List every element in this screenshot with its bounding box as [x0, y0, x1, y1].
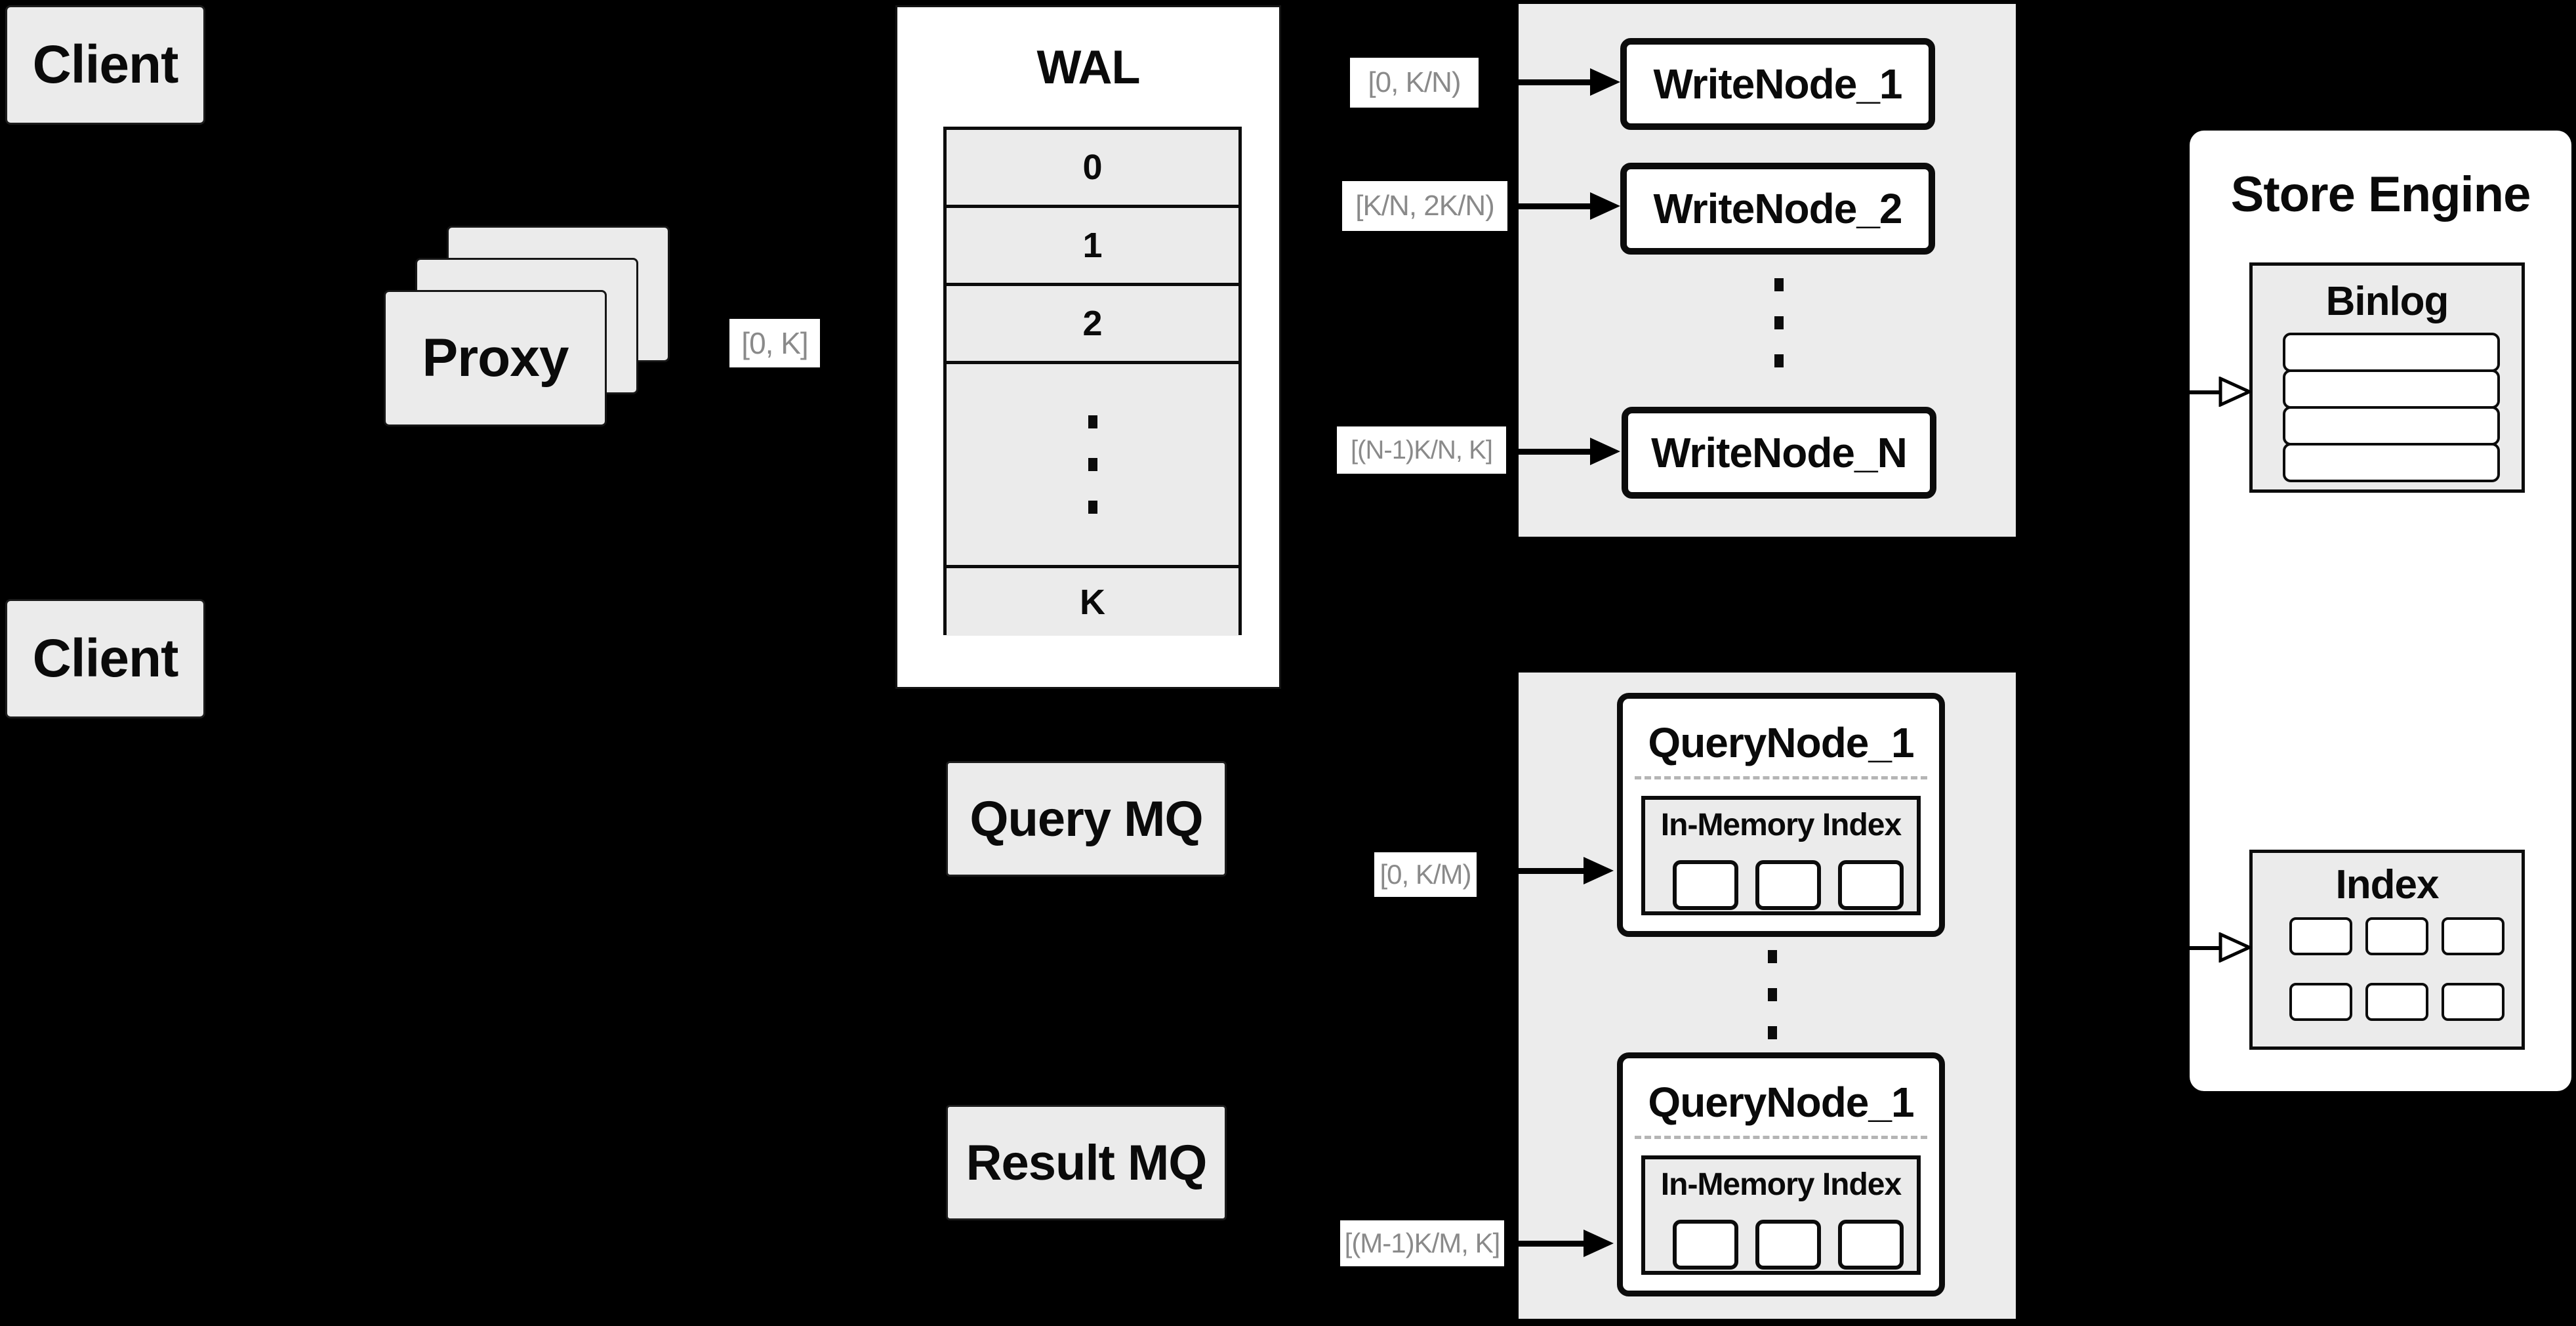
index-cells: [2289, 917, 2504, 1021]
index-cell: [2442, 983, 2504, 1021]
query-mq-label: Query MQ: [970, 791, 1203, 847]
query-mq-box: Query MQ: [946, 761, 1227, 877]
querynode-1-title: QueryNode_1: [1648, 719, 1914, 766]
open-arrowhead-binlog-icon: [2218, 377, 2251, 407]
writenode-1-box: WriteNode_1: [1620, 38, 1935, 130]
querynode-1-cells: [1673, 860, 1904, 910]
wal-table: 0 1 2 K: [943, 127, 1242, 636]
binlog-row: [2283, 369, 2500, 409]
open-arrowhead-index-icon: [2218, 932, 2251, 963]
querynode-m-inmemory-box: In-Memory Index: [1641, 1155, 1921, 1275]
wal-slot-ellipsis: [947, 361, 1238, 565]
index-cell: [2289, 917, 2352, 955]
proxy-label: Proxy: [422, 328, 569, 388]
index-cell: [2365, 983, 2428, 1021]
store-engine-title: Store Engine: [2230, 166, 2531, 222]
index-box: Index: [2249, 850, 2525, 1050]
edge-label-to-writenode-1: [0, K/N): [1350, 58, 1479, 108]
result-mq-label: Result MQ: [966, 1134, 1208, 1191]
arrowhead-to-writenode-2-icon: [1590, 192, 1620, 220]
memory-cell: [1838, 1220, 1904, 1270]
querynode-m-inmemory-label: In-Memory Index: [1660, 1167, 1902, 1202]
binlog-row: [2283, 406, 2500, 445]
arrow-to-index: [2190, 946, 2221, 950]
binlog-rows: [2283, 333, 2500, 482]
wal-slot-k: K: [947, 565, 1238, 636]
store-engine-container: Store Engine Binlog Index: [2190, 131, 2571, 1091]
arrow-to-writenode-1: [1519, 79, 1592, 85]
write-group-ellipsis-icon: [1774, 278, 1784, 367]
writenode-n-box: WriteNode_N: [1622, 407, 1936, 499]
binlog-row: [2283, 333, 2500, 372]
client-top-label: Client: [32, 35, 179, 94]
writenode-2-label: WriteNode_2: [1653, 185, 1902, 232]
arrowhead-to-writenode-1-icon: [1590, 68, 1620, 96]
querynode-1-inmemory-label: In-Memory Index: [1660, 807, 1902, 842]
index-cell: [2365, 917, 2428, 955]
wal-container: WAL 0 1 2 K: [895, 5, 1281, 689]
querynode-1-box: QueryNode_1 In-Memory Index: [1617, 693, 1945, 937]
client-box-bottom: Client: [5, 599, 205, 718]
proxy-stack: Proxy: [384, 226, 672, 429]
wal-slot-1: 1: [947, 205, 1238, 283]
arrow-to-writenode-n: [1519, 449, 1592, 455]
memory-cell: [1673, 860, 1738, 910]
index-cell: [2442, 917, 2504, 955]
index-title: Index: [2335, 861, 2440, 907]
client-bottom-label: Client: [32, 629, 179, 688]
writenode-n-label: WriteNode_N: [1651, 429, 1908, 476]
querynode-m-cells: [1673, 1220, 1904, 1270]
binlog-box: Binlog: [2249, 262, 2525, 493]
edge-label-proxy-to-wal: [0, K]: [729, 319, 820, 367]
wal-slot-0: 0: [947, 130, 1238, 205]
querynode-m-box: QueryNode_1 In-Memory Index: [1617, 1052, 1945, 1296]
querynode-1-inmemory-box: In-Memory Index: [1641, 796, 1921, 915]
arrow-to-binlog: [2190, 390, 2221, 394]
proxy-card-front: Proxy: [384, 290, 607, 426]
binlog-title: Binlog: [2325, 278, 2449, 324]
arrowhead-to-querynode-m-icon: [1584, 1230, 1614, 1257]
arrowhead-to-writenode-n-icon: [1590, 438, 1620, 465]
memory-cell: [1755, 860, 1821, 910]
wal-title: WAL: [1036, 41, 1141, 94]
edge-label-to-querynode-m: [(M-1)K/M, K]: [1340, 1220, 1504, 1266]
arrowhead-to-querynode-1-icon: [1584, 857, 1614, 884]
query-group-ellipsis-icon: [1768, 950, 1777, 1039]
edge-label-to-querynode-1: [0, K/M): [1374, 852, 1477, 897]
result-mq-box: Result MQ: [946, 1105, 1227, 1220]
vertical-ellipsis-icon: [1088, 415, 1097, 514]
querynode-m-divider: [1635, 1136, 1927, 1139]
memory-cell: [1838, 860, 1904, 910]
wal-slot-2: 2: [947, 283, 1238, 361]
arrow-to-querynode-1: [1519, 868, 1585, 874]
memory-cell: [1755, 1220, 1821, 1270]
client-box-top: Client: [5, 5, 205, 125]
arrow-to-writenode-2: [1519, 203, 1592, 209]
writenode-2-box: WriteNode_2: [1620, 163, 1935, 255]
querynode-1-divider: [1635, 776, 1927, 779]
writenode-1-label: WriteNode_1: [1653, 60, 1902, 108]
binlog-row: [2283, 443, 2500, 482]
edge-label-to-writenode-2: [K/N, 2K/N): [1342, 181, 1507, 231]
arrow-to-querynode-m: [1519, 1241, 1585, 1247]
memory-cell: [1673, 1220, 1738, 1270]
querynode-m-title: QueryNode_1: [1648, 1079, 1914, 1126]
index-cell: [2289, 983, 2352, 1021]
edge-label-to-writenode-n: [(N-1)K/N, K]: [1337, 426, 1506, 474]
